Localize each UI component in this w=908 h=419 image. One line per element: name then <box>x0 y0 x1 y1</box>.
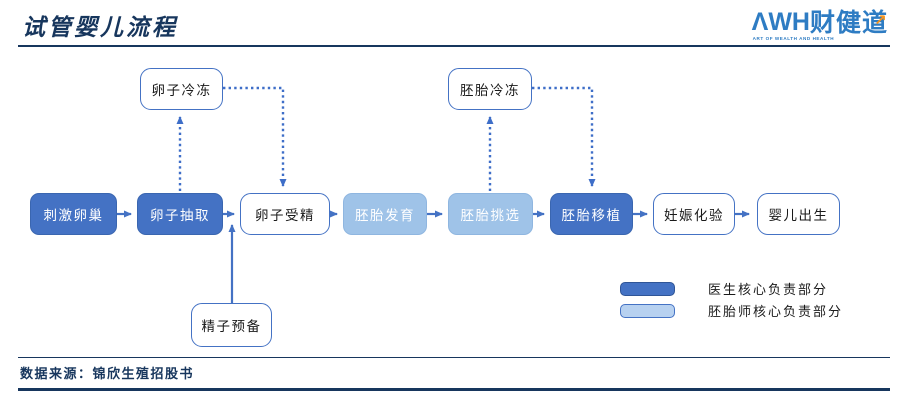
flow-box-embryo-transfer: 胚胎移植 <box>550 193 633 235</box>
flow-box-embryo-freezing: 胚胎冷冻 <box>448 68 532 110</box>
legend-label-embryologist: 胚胎师核心负责部分 <box>708 304 844 319</box>
flow-box-pregnancy-test: 妊娠化验 <box>653 193 735 235</box>
brand-logo: ΛWH ART OF WEALTH AND HEALTH 财健道 ↗ <box>751 8 888 42</box>
legend-item-doctor: 医生核心负责部分 <box>620 279 828 298</box>
legend-swatch-doctor <box>620 281 675 296</box>
legend-item-embryologist: 胚胎师核心负责部分 <box>620 301 843 320</box>
flow-box-ovary-stimulation: 刺激卵巢 <box>30 193 117 235</box>
flow-box-embryo-selection: 胚胎挑选 <box>448 193 533 235</box>
data-source-note: 数据来源：锦欣生殖招股书 <box>20 366 195 381</box>
logo-brand-cn-text: 财健道 <box>809 9 888 37</box>
embryo-freeze-to-transfer <box>532 86 596 187</box>
flow-box-egg-retrieval: 卵子抽取 <box>137 193 223 235</box>
egg-freeze-to-fertilization <box>223 86 287 187</box>
legend-label-doctor: 医生核心负责部分 <box>708 282 829 297</box>
logo-up-arrow-icon: ↗ <box>873 12 888 29</box>
flow-box-embryo-development: 胚胎发育 <box>343 193 427 235</box>
flow-box-egg-freezing: 卵子冷冻 <box>140 68 223 110</box>
header-divider <box>18 45 890 47</box>
flow-box-fertilization: 卵子受精 <box>240 193 330 235</box>
logo-brand-cn: 财健道 ↗ <box>810 10 888 36</box>
footer-divider-thick <box>18 388 890 391</box>
page-title: 试管婴儿流程 <box>22 14 178 41</box>
footer-divider-thin <box>18 357 890 358</box>
logo-wordmark: ΛWH <box>751 8 810 36</box>
logo-tagline: ART OF WEALTH AND HEALTH <box>752 36 835 41</box>
logo-wordmark-wrap: ΛWH ART OF WEALTH AND HEALTH <box>751 8 834 42</box>
flow-box-sperm-preparation: 精子预备 <box>191 303 272 347</box>
legend-swatch-embryologist <box>620 303 675 318</box>
flow-box-baby-birth: 婴儿出生 <box>757 193 840 235</box>
